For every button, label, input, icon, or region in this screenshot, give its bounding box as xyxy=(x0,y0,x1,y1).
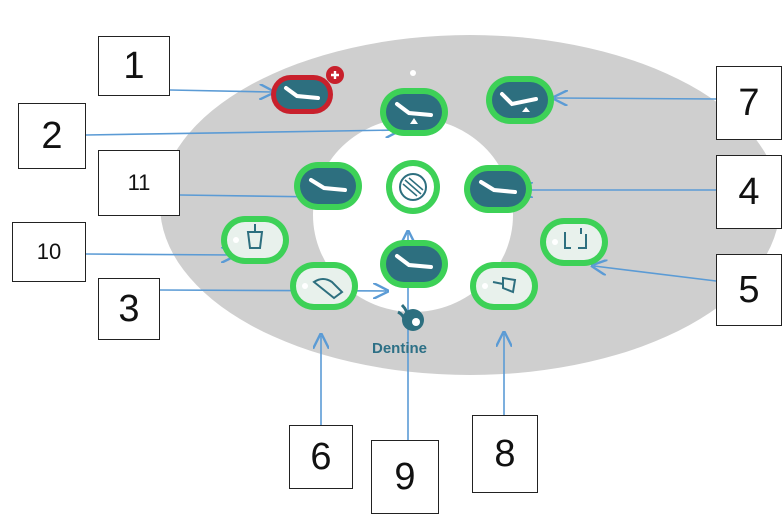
btn-10[interactable] xyxy=(221,216,289,264)
btn-7[interactable] xyxy=(486,76,554,124)
arrow-2 xyxy=(85,130,398,135)
btn-5[interactable] xyxy=(540,218,608,266)
chair-red-plus-icon xyxy=(284,86,320,100)
arrow-10 xyxy=(85,254,234,255)
brand-name: Dentine xyxy=(372,340,428,357)
btn-4[interactable] xyxy=(464,165,532,213)
arrow-1 xyxy=(169,90,272,92)
light-icon xyxy=(399,173,427,201)
triangle-icon xyxy=(522,107,530,112)
plus-icon xyxy=(331,71,339,79)
btn-8[interactable] xyxy=(470,262,538,310)
callout-label-9: 9 xyxy=(371,440,439,514)
bowl-rinse-icon xyxy=(492,276,517,294)
btn-center-light[interactable] xyxy=(386,160,440,214)
chair-up-icon xyxy=(395,102,433,117)
callout-label-10: 10 xyxy=(12,222,86,282)
arrow-7 xyxy=(555,98,717,99)
callout-label-6: 6 xyxy=(289,425,353,489)
chair-position-icon xyxy=(564,228,587,249)
arrow-5 xyxy=(594,266,717,282)
panel-center-cutout xyxy=(313,118,513,312)
chair-level-icon xyxy=(395,254,433,269)
btn-1[interactable] xyxy=(271,66,344,114)
callout-label-3: 3 xyxy=(98,278,160,340)
callout-label-2: 2 xyxy=(18,103,86,169)
btn-2[interactable] xyxy=(380,88,448,136)
callout-label-5: 5 xyxy=(716,254,782,326)
btn-11[interactable] xyxy=(294,162,362,210)
callout-label-4: 4 xyxy=(716,155,782,229)
callout-label-1: 1 xyxy=(98,36,170,96)
light-rays-icon xyxy=(402,177,424,197)
callout-label-8: 8 xyxy=(472,415,538,493)
backrest-down-icon xyxy=(309,178,347,192)
btn-6[interactable] xyxy=(290,262,358,310)
btn-9[interactable] xyxy=(380,240,448,288)
cup-icon xyxy=(246,231,264,249)
callout-label-7: 7 xyxy=(716,66,782,140)
backrest-up-icon xyxy=(479,180,517,194)
callout-label-11: 11 xyxy=(98,150,180,216)
cup-fill-icon xyxy=(312,278,344,300)
indicator-dot xyxy=(410,70,416,76)
arrow-up-icon xyxy=(410,118,418,124)
chair-recline-icon xyxy=(500,92,538,107)
dentine-logo xyxy=(397,303,424,331)
